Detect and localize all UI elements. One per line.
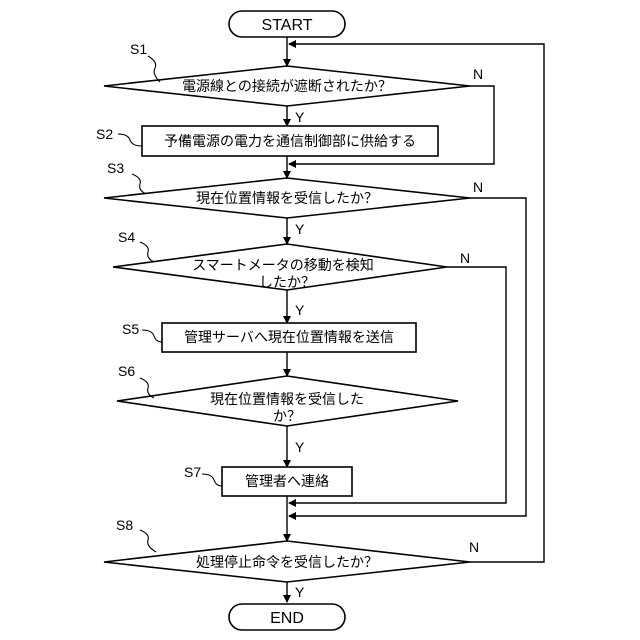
step-s4-decision: スマートメータの移動を検知 したか？ S4 xyxy=(113,229,447,291)
s3-text: 現在位置情報を受信したか？ xyxy=(196,191,378,207)
s5-text: 管理サーバへ現在位置情報を送信 xyxy=(184,330,394,346)
s6-yes-label: Y xyxy=(295,439,305,455)
end-label: END xyxy=(270,610,304,627)
s4-text-line1: スマートメータの移動を検知 xyxy=(192,257,374,274)
s1-yes-label: Y xyxy=(295,109,305,125)
s8-text: 処理停止命令を受信したか？ xyxy=(196,554,378,571)
s1-text: 電源線との接続が遮断されたか？ xyxy=(182,78,392,95)
s3-no-label: N xyxy=(473,179,483,195)
s4-label: S4 xyxy=(118,229,135,245)
s1-no-label: N xyxy=(473,66,483,82)
step-s2-process: 予備電源の電力を通信制御部に供給する S2 xyxy=(96,126,438,156)
s5-label: S5 xyxy=(122,321,139,337)
s6-label: S6 xyxy=(118,363,135,379)
s4-no-label: N xyxy=(460,250,470,266)
s4-text-line2: したか？ xyxy=(259,275,315,291)
s3-yes-label: Y xyxy=(295,221,305,237)
s2-text: 予備電源の電力を通信制御部に供給する xyxy=(164,134,416,150)
end-terminal: END xyxy=(229,604,345,630)
step-s5-process: 管理サーバへ現在位置情報を送信 S5 xyxy=(122,321,416,352)
s3-label: S3 xyxy=(107,160,124,176)
start-terminal: START xyxy=(229,11,345,37)
s8-yes-label: Y xyxy=(295,584,305,600)
s7-text: 管理者へ連絡 xyxy=(245,474,329,490)
s8-label: S8 xyxy=(116,517,133,533)
s7-label: S7 xyxy=(184,464,201,480)
s6-text-line1: 現在位置情報を受信した xyxy=(210,392,364,408)
s2-label: S2 xyxy=(96,126,113,142)
s6-text-line2: か？ xyxy=(273,409,301,425)
s1-label: S1 xyxy=(130,41,147,57)
step-s7-process: 管理者へ連絡 S7 xyxy=(184,464,352,496)
s8-no-label: N xyxy=(469,539,479,555)
s4-yes-label: Y xyxy=(295,302,305,318)
start-label: START xyxy=(262,17,313,34)
